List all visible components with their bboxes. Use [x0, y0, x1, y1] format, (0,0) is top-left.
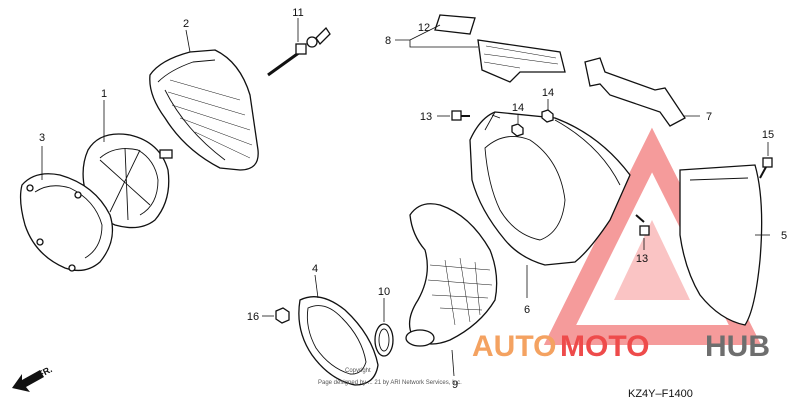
front-direction-arrow-icon: FR.: [12, 364, 54, 392]
callout-11: 11: [292, 7, 303, 19]
copyright-line2: Page designed by ... 21 by ARI Network S…: [318, 380, 462, 386]
callout-1: 1: [101, 88, 107, 100]
copyright-line1: Copyright: [345, 368, 371, 374]
callout-2: 2: [183, 18, 189, 30]
callout-8: 8: [385, 35, 391, 47]
callout-14a: 14: [512, 102, 524, 114]
callout-16: 16: [247, 311, 259, 323]
diagram-code: KZ4Y–F1400: [628, 388, 693, 400]
watermark-text: AUTO MOTO HUB: [472, 330, 770, 363]
part-intake-duct[interactable]: [405, 203, 498, 347]
part-air-cleaner-case[interactable]: [469, 111, 631, 266]
leader-lines: [41, 18, 770, 377]
part-gasket[interactable]: [298, 296, 379, 386]
callout-9: 9: [452, 379, 458, 391]
part-bracket-7[interactable]: [584, 57, 686, 127]
watermark-auto: AUTO: [472, 330, 556, 363]
callout-14b: 14: [542, 87, 554, 99]
part-nut-16[interactable]: [275, 307, 290, 324]
part-base-plate[interactable]: [19, 173, 114, 272]
part-bolt-13a[interactable]: [451, 110, 470, 121]
callout-3: 3: [39, 132, 45, 144]
part-element-holder[interactable]: [82, 133, 173, 229]
callout-5: 5: [781, 230, 787, 242]
part-hose-clamp[interactable]: [374, 323, 394, 357]
part-side-cover[interactable]: [679, 164, 763, 326]
direction-label: FR.: [36, 364, 53, 380]
part-air-cleaner-element[interactable]: [149, 49, 259, 171]
callout-7: 7: [706, 111, 712, 123]
callout-13a: 13: [420, 111, 432, 123]
callout-6: 6: [524, 304, 530, 316]
part-plate-8[interactable]: [477, 39, 566, 83]
callout-10: 10: [378, 286, 390, 298]
part-seal-12[interactable]: [434, 14, 476, 35]
callout-4: 4: [312, 263, 318, 275]
callout-13b: 13: [636, 253, 648, 265]
watermark-moto: MOTO: [560, 330, 649, 363]
callout-15: 15: [762, 129, 774, 141]
part-bolt-15[interactable]: [759, 157, 773, 179]
callout-12: 12: [418, 22, 430, 34]
part-nut-14a[interactable]: [511, 123, 524, 137]
watermark-hub: HUB: [705, 330, 770, 363]
part-wing-bolt[interactable]: [267, 26, 331, 77]
part-bolt-13b[interactable]: [635, 214, 650, 236]
